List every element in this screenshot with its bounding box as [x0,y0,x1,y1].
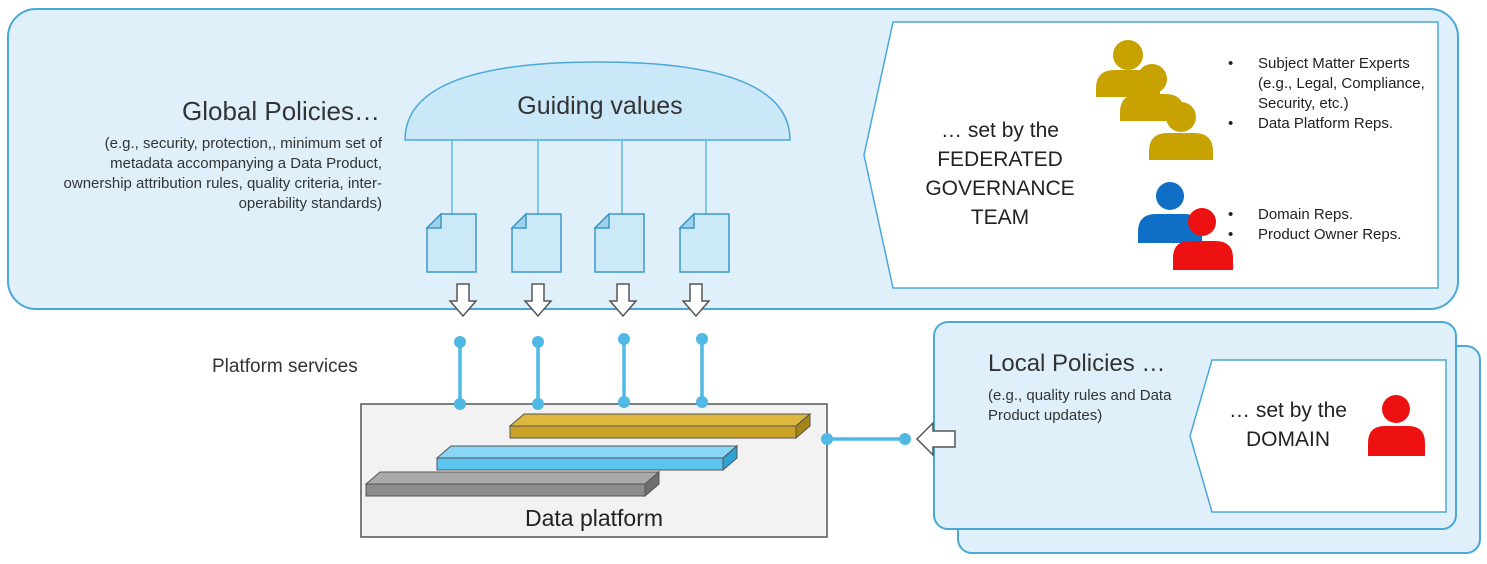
guiding-values-dome [404,61,791,141]
local-connector [821,433,911,445]
policy-document-2 [510,212,562,273]
domain-reps-people-icon [1138,182,1233,270]
federated-team-label: … set by the FEDERATED GOVERNANCE TEAM [925,119,1075,229]
local-policies-title: Local Policies … [988,350,1166,377]
domain-box [1189,359,1447,513]
domain-label: … set by the DOMAIN [1229,399,1347,451]
local-policies-description: (e.g., quality rules and Data Product up… [988,387,1172,424]
platform-layer-blue [435,444,739,472]
dome-connectors [451,140,707,215]
platform-services-label: Platform services [212,356,358,377]
down-arrow-icon [523,283,553,318]
down-arrow-icon [608,283,638,318]
global-policies-description: (e.g., security, protection,, minimum se… [63,135,382,212]
platform-layer-gray [364,470,661,498]
expert-people-icon [1096,40,1213,160]
list-item: Domain Reps. [1228,205,1448,225]
platform-service-connectors [454,333,708,410]
policy-document-4 [678,212,730,273]
reps-bullet-list: Domain Reps. Product Owner Reps. [1228,205,1448,245]
policy-document-3 [593,212,645,273]
platform-layer-gold [508,412,812,440]
policy-document-1 [425,212,477,273]
list-item: Data Platform Reps. [1228,114,1448,134]
list-item: Subject Matter Experts (e.g., Legal, Com… [1228,54,1448,114]
down-arrow-icon [448,283,478,318]
down-arrow-icons [448,283,711,318]
left-arrow-icon [915,421,956,457]
expert-bullet-list: Subject Matter Experts (e.g., Legal, Com… [1228,54,1448,134]
down-arrow-icon [681,283,711,318]
list-item: Product Owner Reps. [1228,225,1448,245]
domain-person-icon [1368,395,1425,456]
guiding-values-label: Guiding values [517,92,683,120]
data-platform-label: Data platform [524,505,664,531]
global-policies-title: Global Policies… [182,96,380,126]
